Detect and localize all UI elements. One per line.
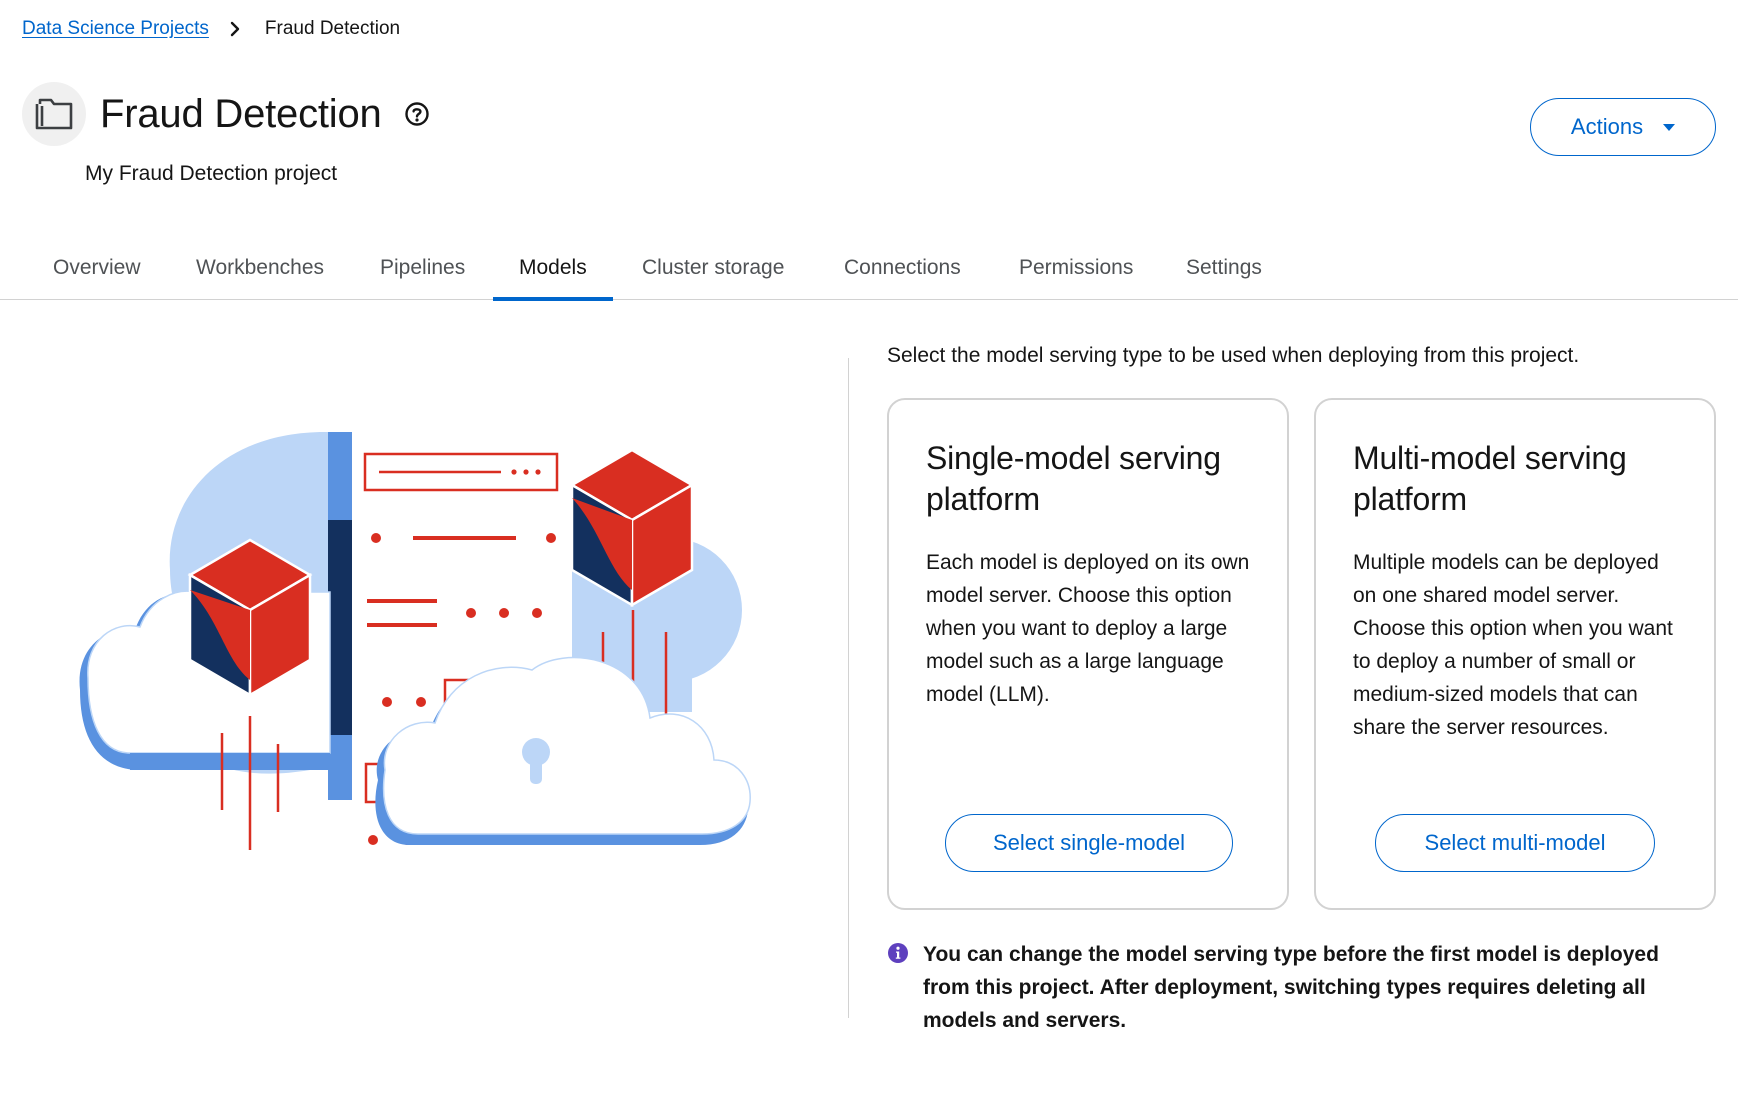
info-circle-icon — [888, 943, 908, 963]
actions-label: Actions — [1570, 114, 1644, 139]
breadcrumb-link-projects[interactable]: Data Science Projects — [22, 18, 209, 39]
breadcrumb-current: Fraud Detection — [264, 18, 401, 39]
project-avatar — [22, 82, 86, 146]
select-multi-model-button[interactable]: Select multi-model — [1375, 814, 1655, 872]
folder-icon — [35, 98, 73, 130]
chevron-right-icon — [230, 21, 240, 37]
project-description: My Fraud Detection project — [85, 162, 338, 185]
single-model-title: Single-model serving platform — [926, 440, 1221, 517]
model-serving-illustration — [79, 432, 751, 850]
page-header: Fraud Detection — [22, 82, 430, 146]
tab-overview[interactable]: Overview — [53, 256, 141, 279]
multi-model-title: Multi-model serving platform — [1353, 440, 1627, 517]
serving-type-intro: Select the model serving type to be used… — [887, 344, 1580, 367]
breadcrumb: Data Science Projects Fraud Detection — [22, 18, 400, 40]
tab-workbenches[interactable]: Workbenches — [196, 256, 325, 279]
caret-down-icon — [1663, 123, 1676, 131]
content-divider — [848, 358, 849, 1018]
tab-connections[interactable]: Connections — [844, 256, 961, 279]
project-tabs: Overview Workbenches Pipelines Models Cl… — [0, 236, 1738, 301]
multi-model-description: Multiple models can be deployed on one s… — [1353, 551, 1673, 739]
serving-type-info-text: You can change the model serving type be… — [923, 943, 1659, 1032]
serving-type-info-alert: You can change the model serving type be… — [887, 938, 1687, 1037]
tab-settings[interactable]: Settings — [1186, 256, 1262, 279]
multi-model-card: Multi-model serving platform Multiple mo… — [1314, 398, 1716, 910]
single-model-description: Each model is deployed on its own model … — [926, 551, 1250, 706]
actions-dropdown-button[interactable]: Actions — [1530, 98, 1716, 156]
tab-cluster-storage[interactable]: Cluster storage — [642, 256, 785, 279]
tab-pipelines[interactable]: Pipelines — [380, 256, 466, 279]
page-title: Fraud Detection — [100, 91, 382, 136]
tab-permissions[interactable]: Permissions — [1019, 256, 1134, 279]
tab-models[interactable]: Models — [493, 236, 613, 301]
single-model-card: Single-model serving platform Each model… — [887, 398, 1289, 910]
select-single-model-button[interactable]: Select single-model — [945, 814, 1233, 872]
question-circle-icon[interactable] — [404, 101, 430, 127]
